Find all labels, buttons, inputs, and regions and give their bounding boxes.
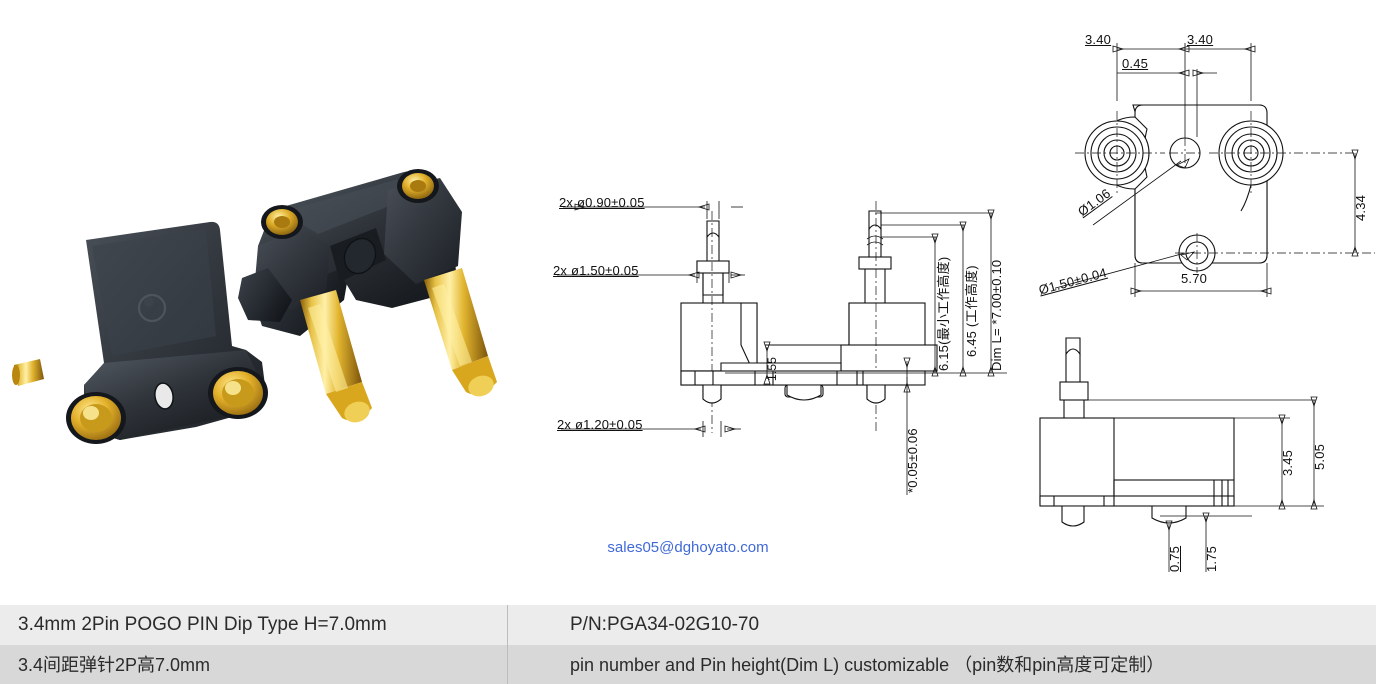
dim-min-work-height: 6.15(最小工作高度) — [936, 256, 951, 371]
connector-left — [12, 221, 268, 444]
gold-spring-pin-left — [300, 290, 372, 423]
product-photo — [0, 150, 520, 490]
gold-head-left — [261, 205, 303, 239]
footer-part-number: P/N:PGA34-02G10-70 — [570, 613, 760, 635]
footer-title-en: 3.4mm 2Pin POGO PIN Dip Type H=7.0mm — [18, 613, 387, 635]
contact-email[interactable]: sales05@dghoyato.com — [607, 539, 769, 556]
dim-pin-barrel-dia: 2x ø1.50±0.05 — [553, 263, 639, 278]
front-section-view: 2x ø0.90±0.05 2x ø1.50±0.05 2x ø1.20±0.0… — [545, 185, 1015, 505]
pad-right — [1209, 111, 1355, 212]
footer-cell-note: pin number and Pin height(Dim L) customi… — [508, 645, 1376, 684]
dim-standoff: *0.05±0.06 — [905, 428, 920, 493]
footer-row-1: 3.4mm 2Pin POGO PIN Dip Type H=7.0mm P/N… — [0, 605, 1376, 645]
gold-contact-b — [208, 367, 268, 419]
connector-right — [238, 169, 497, 423]
dim-solder-tail-dia: 2x ø1.20±0.05 — [557, 417, 643, 432]
side-view: 5.05 3.45 0.75 1.75 — [1000, 310, 1370, 580]
top-view: 3.40 3.40 0.45 Ø1.06 Ø1.50±0.04 4.34 5.7… — [1037, 25, 1375, 315]
footer-cell-partnumber: P/N:PGA34-02G10-70 — [508, 605, 1376, 645]
dim-top-height: 4.34 — [1353, 194, 1368, 221]
footer-note: pin number and Pin height(Dim L) customi… — [570, 655, 1165, 676]
footer-cell-title-en: 3.4mm 2Pin POGO PIN Dip Type H=7.0mm — [0, 605, 508, 645]
pad-left — [1075, 111, 1165, 195]
mounting-hole — [1175, 233, 1375, 273]
dim-pitch-right: 3.40 — [1187, 32, 1214, 47]
gold-contact-a — [66, 392, 126, 444]
spec-footer-table: 3.4mm 2Pin POGO PIN Dip Type H=7.0mm P/N… — [0, 605, 1376, 684]
side-stub-pin — [12, 359, 44, 386]
dim-top-width: 5.70 — [1181, 271, 1208, 286]
dim-pitch-left: 3.40 — [1085, 32, 1112, 47]
dim-work-height: 6.45 (工作高度) — [964, 265, 979, 357]
footer-row-2: 3.4间距弹针2P高7.0mm pin number and Pin heigh… — [0, 644, 1376, 684]
footer-cell-title-cn: 3.4间距弹针2P高7.0mm — [0, 644, 508, 684]
gold-spring-pin-right — [424, 268, 497, 397]
dim-pin-tip-dia: 2x ø0.90±0.05 — [559, 195, 645, 210]
dim-side-body-height: 3.45 — [1280, 449, 1295, 476]
gold-head-right — [397, 169, 439, 203]
dim-side-total-height: 5.05 — [1312, 443, 1327, 470]
dim-step-height: 1.55 — [765, 356, 779, 381]
dim-offset: 0.45 — [1122, 56, 1149, 71]
footer-title-cn: 3.4间距弹针2P高7.0mm — [18, 655, 211, 676]
